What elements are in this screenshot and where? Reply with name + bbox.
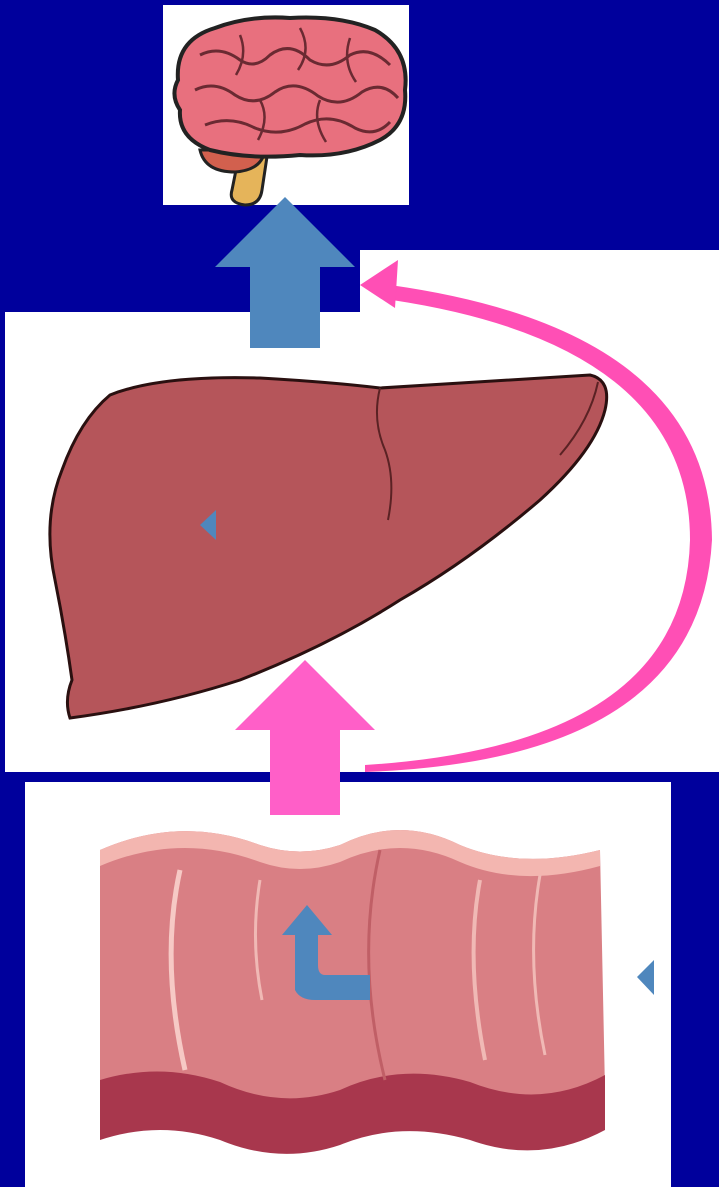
- brain-icon: [174, 17, 405, 205]
- liver-to-brain-arrow: [215, 197, 355, 348]
- liver-icon: [50, 375, 607, 718]
- right-marker-icon: [637, 960, 654, 995]
- intestine-to-liver-arrow: [235, 660, 375, 815]
